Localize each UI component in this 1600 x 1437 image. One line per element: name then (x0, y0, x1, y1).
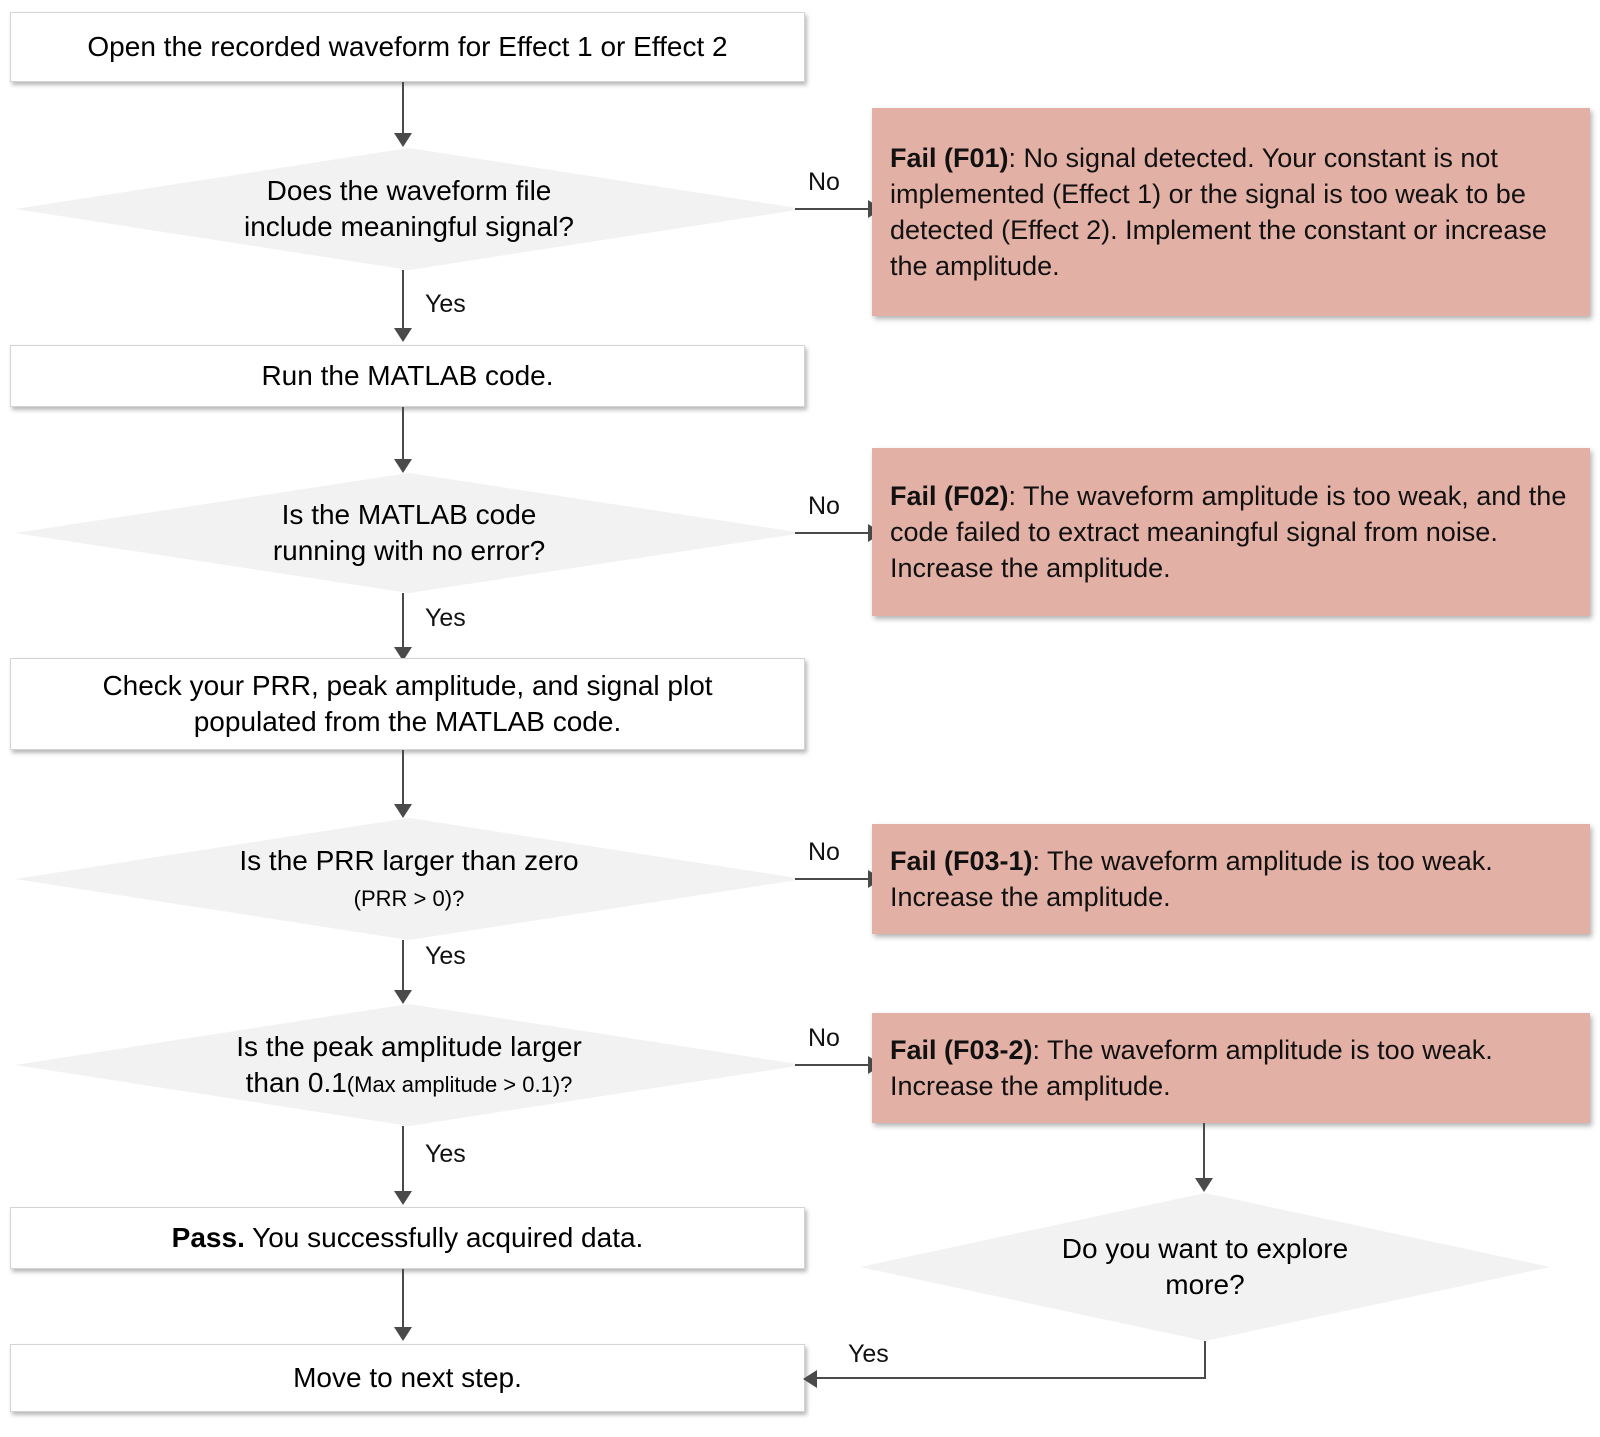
node-check-prr-label: Check your PRR, peak amplitude, and sign… (102, 668, 712, 740)
arrowhead-d2-to-check (394, 647, 412, 661)
decision-line-2: more? (1165, 1269, 1245, 1300)
check-prr-line-1: Check your PRR, peak amplitude, and sign… (102, 670, 713, 702)
node-next-step[interactable]: Move to next step. (10, 1344, 805, 1412)
edge-label-yes-2: Yes (425, 604, 466, 632)
connector-d5-to-next-vertical (1204, 1341, 1206, 1379)
fail-f03-2-text: : The waveform amplitude is too weak. In… (890, 1034, 1493, 1101)
connector-d4-to-pass (402, 1126, 404, 1194)
decision-line-1: Is the PRR larger than zero (239, 844, 579, 876)
edge-label-yes-5: Yes (848, 1340, 889, 1368)
edge-label-yes-1: Yes (425, 290, 466, 318)
arrowhead-run-to-d2 (394, 459, 412, 473)
node-decision-peak-amplitude-label: Is the peak amplitude larger than 0.1(Ma… (15, 1004, 803, 1126)
node-decision-explore-more-label: Do you want to explore more? (860, 1193, 1550, 1341)
node-run-matlab[interactable]: Run the MATLAB code. (10, 345, 805, 407)
edge-label-no-3: No (808, 838, 840, 866)
arrowhead-d5-to-next (803, 1370, 817, 1388)
arrowhead-start-to-d1 (394, 133, 412, 147)
fail-f03-2-label: Fail (F03-2) (890, 1034, 1033, 1065)
fail-f01-text: : No signal detected. Your constant is n… (890, 142, 1547, 282)
decision-line-1: Does the waveform file (266, 174, 552, 206)
arrowhead-check-to-d3 (394, 804, 412, 818)
node-decision-meaningful-signal-label: Does the waveform file include meaningfu… (15, 148, 803, 270)
node-open-waveform-label: Open the recorded waveform for Effect 1 … (87, 31, 728, 63)
node-decision-prr-greater-zero-label: Is the PRR larger than zero (PRR > 0)? (15, 818, 803, 940)
fail-box-f02: Fail (F02): The waveform amplitude is to… (872, 448, 1590, 616)
edge-label-yes-4: Yes (425, 1140, 466, 1168)
edge-label-no-4: No (808, 1024, 840, 1052)
fail-box-f03-2: Fail (F03-2): The waveform amplitude is … (872, 1013, 1590, 1123)
connector-d1-to-f01 (795, 208, 871, 210)
fail-f02-text: : The waveform amplitude is too weak, an… (890, 480, 1567, 584)
connector-d3-to-d4 (402, 940, 404, 993)
decision-line-2a: than 0.1 (245, 1067, 347, 1098)
decision-line-1: Is the peak amplitude larger (236, 1030, 582, 1062)
node-decision-peak-amplitude[interactable]: Is the peak amplitude larger than 0.1(Ma… (15, 1004, 803, 1126)
fail-f01-label: Fail (F01) (890, 142, 1009, 173)
node-decision-matlab-no-error[interactable]: Is the MATLAB code running with no error… (15, 473, 803, 593)
connector-d5-to-next-horizontal (816, 1377, 1206, 1379)
node-decision-matlab-no-error-label: Is the MATLAB code running with no error… (15, 473, 803, 593)
decision-line-1: Is the MATLAB code (281, 498, 537, 530)
node-pass-bold: Pass. (171, 1222, 245, 1254)
connector-check-to-d3 (402, 750, 404, 807)
node-pass-rest: You successfully acquired data. (244, 1222, 644, 1254)
arrowhead-pass-to-next (394, 1327, 412, 1341)
node-pass-label: Pass. You successfully acquired data. (172, 1220, 644, 1256)
arrowhead-f032-to-d5 (1195, 1178, 1213, 1192)
node-run-matlab-label: Run the MATLAB code. (261, 360, 554, 392)
connector-d2-to-f02 (795, 532, 871, 534)
arrowhead-d1-to-run (394, 328, 412, 342)
fail-f03-1-text: : The waveform amplitude is too weak. In… (890, 845, 1493, 912)
node-open-waveform[interactable]: Open the recorded waveform for Effect 1 … (10, 12, 805, 82)
node-decision-meaningful-signal[interactable]: Does the waveform file include meaningfu… (15, 148, 803, 270)
connector-start-to-d1 (402, 82, 404, 136)
edge-label-no-1: No (808, 168, 840, 196)
connector-d2-to-check (402, 593, 404, 651)
check-prr-line-2: populated from the MATLAB code. (193, 706, 622, 737)
fail-f02-label: Fail (F02) (890, 480, 1009, 511)
node-check-prr[interactable]: Check your PRR, peak amplitude, and sign… (10, 658, 805, 750)
connector-d3-to-f031 (795, 878, 871, 880)
connector-d1-to-run (402, 270, 404, 332)
arrowhead-d4-to-pass (394, 1191, 412, 1205)
connector-pass-to-next (402, 1269, 404, 1331)
fail-f03-1-label: Fail (F03-1) (890, 845, 1033, 876)
decision-line-2: (PRR > 0)? (353, 886, 465, 911)
connector-f032-to-d5 (1203, 1123, 1205, 1181)
node-decision-explore-more[interactable]: Do you want to explore more? (860, 1193, 1550, 1341)
edge-label-yes-3: Yes (425, 942, 466, 970)
node-next-step-label: Move to next step. (293, 1362, 522, 1394)
arrowhead-d3-to-d4 (394, 990, 412, 1004)
connector-d4-to-f032 (795, 1064, 871, 1066)
edge-label-no-2: No (808, 492, 840, 520)
fail-box-f03-1: Fail (F03-1): The waveform amplitude is … (872, 824, 1590, 934)
node-pass[interactable]: Pass. You successfully acquired data. (10, 1207, 805, 1269)
connector-run-to-d2 (402, 407, 404, 462)
decision-line-2: include meaningful signal? (244, 211, 574, 242)
decision-line-2b: (Max amplitude > 0.1)? (346, 1072, 573, 1097)
decision-line-1: Do you want to explore (1061, 1232, 1349, 1264)
fail-box-f01: Fail (F01): No signal detected. Your con… (872, 108, 1590, 316)
decision-line-2: running with no error? (272, 535, 546, 566)
node-decision-prr-greater-zero[interactable]: Is the PRR larger than zero (PRR > 0)? (15, 818, 803, 940)
